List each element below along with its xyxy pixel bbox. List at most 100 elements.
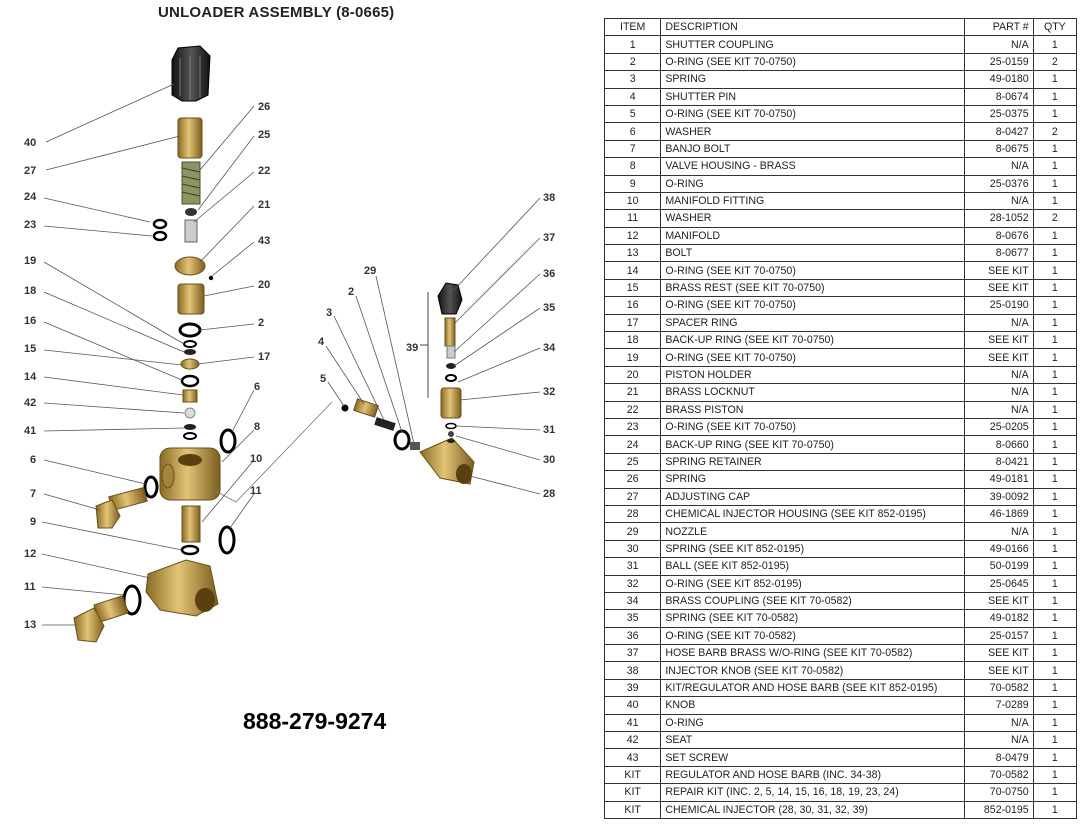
cell-qty: 1 bbox=[1032, 591, 1078, 611]
cell-description: O-RING (SEE KIT 70-0750) bbox=[660, 417, 966, 437]
cell-item: 9 bbox=[603, 174, 662, 193]
phone-number: 888-279-9274 bbox=[243, 708, 387, 734]
cell-qty: 1 bbox=[1032, 574, 1078, 593]
cell-part-number: 70-0582 bbox=[964, 678, 1034, 698]
callout-number: 38 bbox=[543, 192, 555, 204]
cell-qty: 1 bbox=[1032, 70, 1078, 89]
callout-number: 24 bbox=[24, 191, 37, 203]
callout-number: 27 bbox=[24, 165, 36, 177]
cell-part-number: 49-0166 bbox=[964, 539, 1034, 559]
cell-item: 21 bbox=[603, 383, 662, 402]
piston-holder-part bbox=[177, 283, 205, 315]
cell-qty: 1 bbox=[1032, 157, 1078, 176]
cell-description: BRASS LOCKNUT bbox=[660, 383, 966, 402]
callout-number: 20 bbox=[258, 279, 270, 291]
cell-item: 2 bbox=[603, 52, 662, 72]
callout-number: 12 bbox=[24, 548, 36, 560]
cell-qty: 1 bbox=[1032, 609, 1078, 628]
cell-qty: 1 bbox=[1032, 713, 1078, 733]
callouts-right: 38 37 36 35 34 32 31 30 28 bbox=[543, 192, 556, 500]
cell-description: INJECTOR KNOB (SEE KIT 70-0582) bbox=[660, 661, 966, 680]
bolt-part bbox=[73, 595, 129, 643]
oring-part bbox=[393, 429, 411, 451]
washer-part bbox=[219, 428, 237, 454]
cell-item: 41 bbox=[603, 713, 662, 733]
callout-number: 40 bbox=[24, 137, 36, 149]
column-header-item: ITEM bbox=[603, 17, 662, 37]
cell-description: SHUTTER PIN bbox=[660, 87, 966, 106]
cell-description: SHUTTER COUPLING bbox=[660, 35, 966, 54]
ball-part bbox=[448, 431, 454, 437]
backup-ring-part bbox=[184, 349, 196, 355]
cell-part-number: N/A bbox=[964, 400, 1034, 419]
cell-item: 35 bbox=[603, 609, 662, 628]
cell-item: 42 bbox=[603, 731, 662, 750]
callout-number: 19 bbox=[24, 255, 36, 267]
cell-part-number: 8-0427 bbox=[964, 122, 1034, 141]
cell-part-number: 8-0674 bbox=[964, 87, 1034, 106]
table-header-row: ITEM DESCRIPTION PART # QTY bbox=[603, 17, 1078, 37]
oring-part bbox=[180, 374, 200, 388]
cell-item: 14 bbox=[603, 261, 662, 280]
cell-item: 27 bbox=[603, 487, 662, 506]
cell-description: SPRING bbox=[660, 70, 966, 89]
cell-description: O-RING (SEE KIT 70-0750) bbox=[660, 52, 966, 72]
cell-item: 3 bbox=[603, 70, 662, 89]
callout-number: 34 bbox=[543, 342, 556, 354]
callout-number: 6 bbox=[30, 454, 36, 466]
cell-qty: 1 bbox=[1032, 400, 1078, 419]
cell-part-number: SEE KIT bbox=[964, 661, 1034, 680]
callout-number: 14 bbox=[24, 371, 37, 383]
callout-number: 18 bbox=[24, 285, 36, 297]
manifold-part bbox=[145, 559, 219, 617]
callout-number: 21 bbox=[258, 199, 270, 211]
cell-description: SET SCREW bbox=[660, 748, 966, 767]
cell-item: 12 bbox=[603, 226, 662, 246]
cell-description: CHEMICAL INJECTOR (28, 30, 31, 32, 39) bbox=[660, 800, 966, 819]
cell-item: 7 bbox=[603, 139, 662, 159]
cell-qty: 1 bbox=[1032, 435, 1078, 454]
seat-part bbox=[184, 407, 196, 419]
cell-part-number: SEE KIT bbox=[964, 331, 1034, 350]
callout-number: 13 bbox=[24, 619, 36, 631]
cell-item: 4 bbox=[603, 87, 662, 106]
cell-description: REGULATOR AND HOSE BARB (INC. 34-38) bbox=[660, 765, 966, 785]
cell-description: REPAIR KIT (INC. 2, 5, 14, 15, 16, 18, 1… bbox=[660, 783, 966, 802]
cell-qty: 1 bbox=[1032, 244, 1078, 263]
shutter-pin-part bbox=[353, 398, 379, 418]
cell-qty: 1 bbox=[1032, 104, 1078, 124]
cell-part-number: 49-0180 bbox=[964, 70, 1034, 89]
cell-item: 6 bbox=[603, 122, 662, 141]
cell-item: 30 bbox=[603, 539, 662, 559]
callout-number: 15 bbox=[24, 343, 36, 355]
cell-description: ADJUSTING CAP bbox=[660, 487, 966, 506]
cell-description: O-RING (SEE KIT 70-0750) bbox=[660, 296, 966, 315]
cell-part-number: N/A bbox=[964, 365, 1034, 385]
cell-part-number: SEE KIT bbox=[964, 644, 1034, 663]
cell-part-number: 25-0375 bbox=[964, 104, 1034, 124]
cell-description: BACK-UP RING (SEE KIT 70-0750) bbox=[660, 435, 966, 454]
cell-description: BALL (SEE KIT 852-0195) bbox=[660, 557, 966, 576]
callout-number: 25 bbox=[258, 129, 270, 141]
banjo-bolt-part bbox=[95, 486, 148, 529]
cell-description: KIT/REGULATOR AND HOSE BARB (SEE KIT 852… bbox=[660, 678, 966, 698]
cell-part-number: N/A bbox=[964, 383, 1034, 402]
callout-number: 37 bbox=[543, 232, 555, 244]
callout-number: 35 bbox=[543, 302, 555, 314]
hose-barb-part bbox=[444, 317, 456, 347]
spring-part bbox=[181, 161, 201, 205]
nozzle-part bbox=[410, 442, 420, 450]
cell-part-number: 8-0421 bbox=[964, 452, 1034, 472]
cell-item: 1 bbox=[603, 35, 662, 54]
